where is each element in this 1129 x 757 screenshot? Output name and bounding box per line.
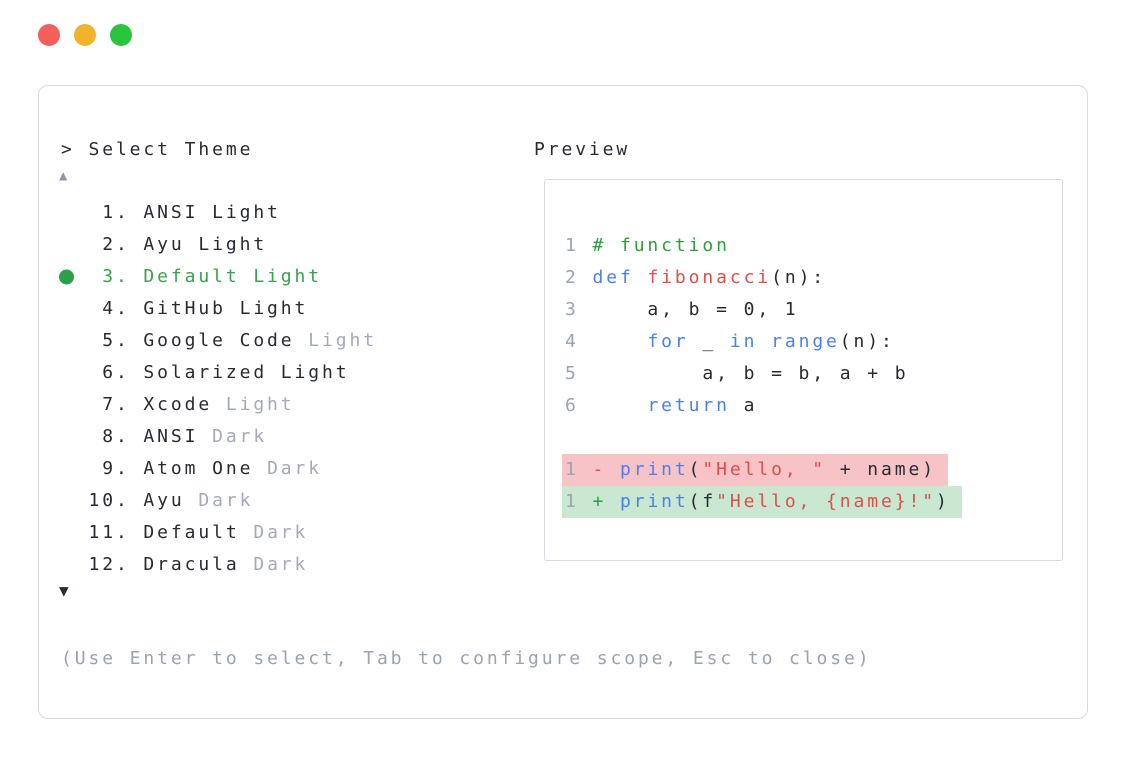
theme-item-label: 5. Google Code	[61, 330, 295, 351]
theme-item-xcode[interactable]: 7. Xcode Light	[39, 389, 519, 421]
code-line: 3 a, b = 0, 1	[545, 294, 1062, 326]
token-k: range	[771, 331, 840, 352]
token-x: _	[688, 331, 730, 352]
code-line-content: 1 - print("Hello, " + name)	[562, 454, 948, 486]
token-x	[634, 267, 648, 288]
theme-list: 1. ANSI Light 2. Ayu Light 3. Default Li…	[39, 197, 519, 581]
code-line-content: 3 a, b = 0, 1	[562, 294, 811, 326]
token-s: "Hello, {name}!"	[716, 491, 936, 512]
token-s: "Hello, "	[702, 459, 827, 480]
token-k: return	[647, 395, 730, 416]
code-line: 1 # function	[545, 230, 1062, 262]
line-number: 5	[565, 363, 593, 384]
line-number: 1	[565, 459, 593, 480]
theme-item-solarized-light[interactable]: 6. Solarized Light	[39, 357, 519, 389]
token-k: in	[729, 331, 758, 352]
selected-dot-icon	[59, 269, 74, 285]
line-number: 1	[565, 491, 593, 512]
line-number: 1	[565, 235, 593, 256]
window-controls	[38, 24, 132, 46]
token-k: for	[647, 331, 689, 352]
token-k: print	[619, 491, 689, 512]
token-x	[757, 331, 771, 352]
token-x: (	[688, 459, 703, 480]
token-x: + name)	[826, 459, 936, 480]
theme-item-atom-one[interactable]: 9. Atom One Dark	[39, 453, 519, 485]
theme-item-label: 12. Dracula	[61, 554, 240, 575]
token-k: def	[592, 267, 634, 288]
code-line: 6 return a	[545, 390, 1062, 422]
line-number: 3	[565, 299, 593, 320]
theme-item-variant-label: Dark	[253, 458, 323, 479]
theme-item-google-code[interactable]: 5. Google Code Light	[39, 325, 519, 357]
line-number: 2	[565, 267, 593, 288]
token-x: (f	[688, 491, 717, 512]
token-x: a	[729, 395, 758, 416]
theme-item-label: 3. Default Light	[61, 266, 323, 287]
zoom-button[interactable]	[110, 24, 132, 46]
token-del: -	[592, 459, 620, 480]
code-line-content: 1 + print(f"Hello, {name}!")	[562, 486, 962, 518]
theme-item-label: 1. ANSI Light	[61, 202, 281, 223]
theme-item-variant-label: Dark	[239, 522, 309, 543]
theme-picker-panel: > Select Theme Preview ▲ 1. ANSI Light 2…	[38, 85, 1088, 719]
code-line-diff-del: 1 - print("Hello, " + name)	[545, 454, 1062, 486]
code-line: 4 for _ in range(n):	[545, 326, 1062, 358]
scroll-up-icon[interactable]: ▲	[59, 168, 68, 184]
line-number: 4	[565, 331, 593, 352]
token-x: a, b = 0, 1	[592, 299, 799, 320]
code-line	[545, 422, 1062, 454]
token-c: # function	[592, 235, 730, 256]
token-x: (n):	[771, 267, 827, 288]
token-add: +	[592, 491, 620, 512]
code-line-diff-add: 1 + print(f"Hello, {name}!")	[545, 486, 1062, 518]
theme-item-label: 4. GitHub Light	[61, 298, 309, 319]
theme-item-label: 9. Atom One	[61, 458, 254, 479]
theme-item-default[interactable]: 11. Default Dark	[39, 517, 519, 549]
token-x: (n):	[839, 331, 895, 352]
theme-item-variant-label: Dark	[239, 554, 309, 575]
scroll-down-icon[interactable]: ▼	[59, 581, 69, 600]
theme-item-variant-label: Light	[212, 394, 295, 415]
minimize-button[interactable]	[74, 24, 96, 46]
theme-item-label: 7. Xcode	[61, 394, 213, 415]
theme-item-default-light[interactable]: 3. Default Light	[39, 261, 519, 293]
theme-item-label: 8. ANSI	[61, 426, 199, 447]
theme-item-ayu-light[interactable]: 2. Ayu Light	[39, 229, 519, 261]
theme-item-ansi[interactable]: 8. ANSI Dark	[39, 421, 519, 453]
theme-item-dracula[interactable]: 12. Dracula Dark	[39, 549, 519, 581]
theme-item-label: 6. Solarized Light	[61, 362, 350, 383]
theme-item-ayu[interactable]: 10. Ayu Dark	[39, 485, 519, 517]
preview-title: Preview	[534, 139, 631, 160]
code-line-content: 1 # function	[562, 230, 742, 262]
footer-hint: (Use Enter to select, Tab to configure s…	[61, 648, 872, 669]
theme-item-github-light[interactable]: 4. GitHub Light	[39, 293, 519, 325]
close-button[interactable]	[38, 24, 60, 46]
token-x: a, b = b, a + b	[592, 363, 909, 384]
select-theme-prompt: > Select Theme	[61, 139, 254, 160]
code-line-content: 4 for _ in range(n):	[562, 326, 907, 358]
token-x	[592, 331, 647, 352]
line-number: 6	[565, 395, 593, 416]
theme-item-ansi-light[interactable]: 1. ANSI Light	[39, 197, 519, 229]
theme-item-variant-label: Dark	[198, 426, 268, 447]
token-fn: fibonacci	[647, 267, 772, 288]
code-line-content: 5 a, b = b, a + b	[562, 358, 920, 390]
code-line-content: 6 return a	[562, 390, 769, 422]
token-x	[592, 395, 647, 416]
token-k: print	[619, 459, 689, 480]
theme-item-label: 10. Ayu	[61, 490, 185, 511]
code-line-content: 2 def fibonacci(n):	[562, 262, 838, 294]
theme-item-variant-label: Dark	[184, 490, 254, 511]
code-line: 2 def fibonacci(n):	[545, 262, 1062, 294]
token-x: )	[935, 491, 950, 512]
theme-item-label: 11. Default	[61, 522, 240, 543]
theme-item-variant-label: Light	[294, 330, 377, 351]
code-line: 5 a, b = b, a + b	[545, 358, 1062, 390]
theme-item-label: 2. Ayu Light	[61, 234, 268, 255]
